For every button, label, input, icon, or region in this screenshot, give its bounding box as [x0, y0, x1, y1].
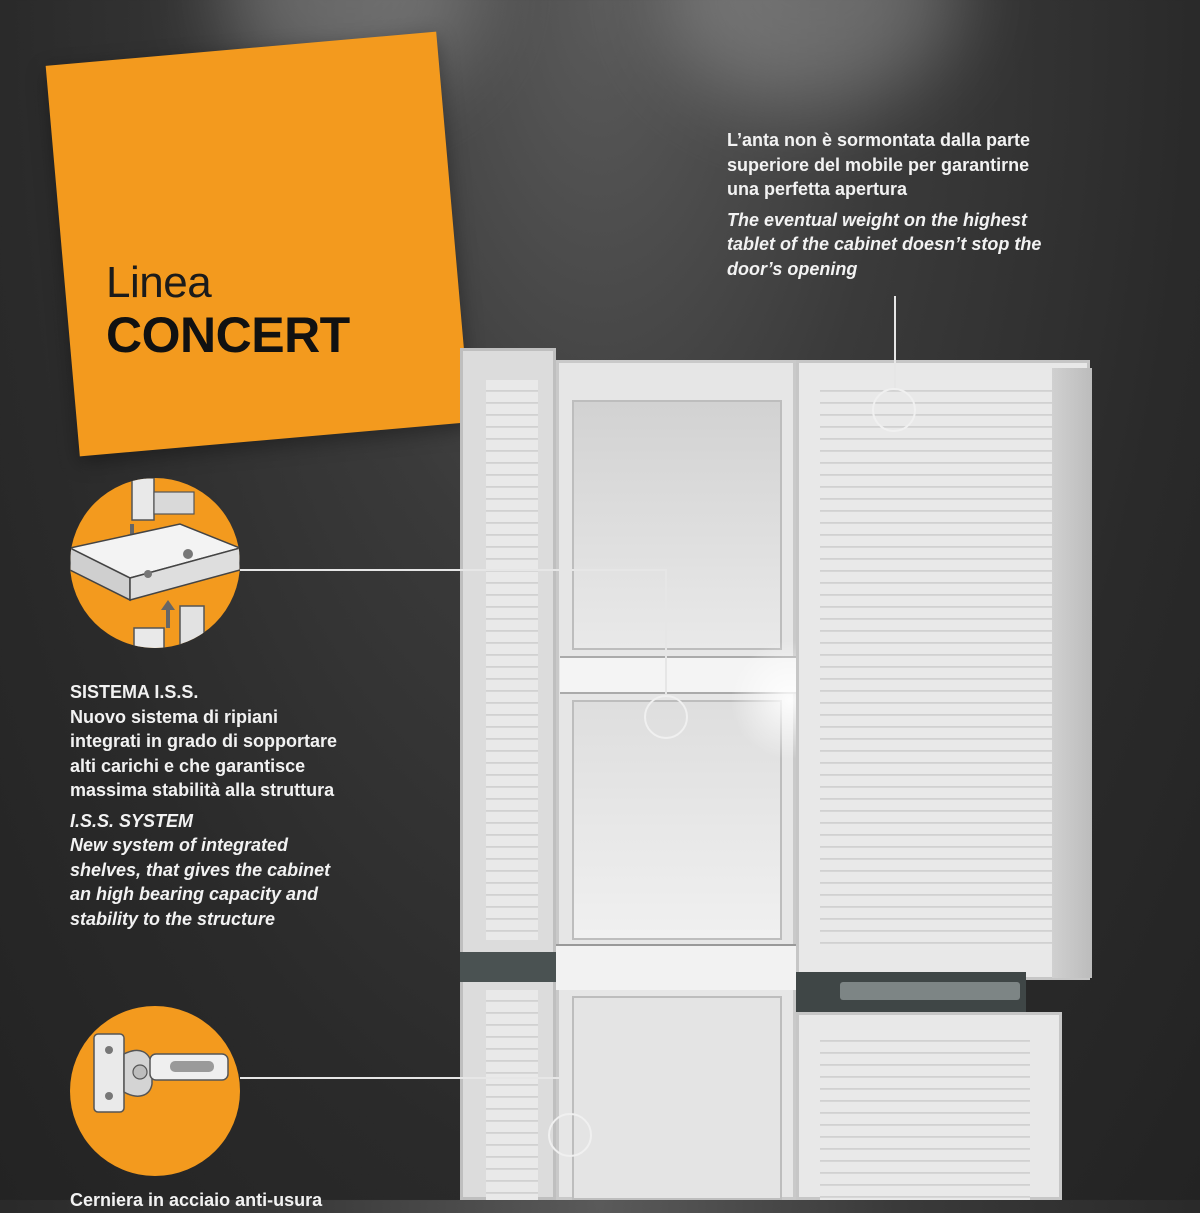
shelf-joint-icon [70, 478, 240, 648]
cabinet-handle [840, 982, 1020, 1000]
title-line-linea: Linea [106, 258, 212, 307]
door-leader-ring [872, 388, 916, 432]
iss-callout-en-line: an high bearing capacity and [70, 884, 319, 904]
iss-callout-it-line: integrati in grado di sopportare [70, 731, 338, 751]
hinge-leader-ring [548, 1113, 592, 1157]
iss-callout-it-line: Nuovo sistema di ripiani [70, 706, 279, 727]
hinge-leader-line-v [569, 1077, 571, 1113]
cabinet-right-door-slats [820, 380, 1056, 950]
iss-callout-en-line: New system of integrated [70, 835, 289, 855]
door-callout-en-line: The eventual weight on the highest [727, 209, 1028, 230]
door-leader-line [894, 296, 896, 388]
door-callout-it-line: superiore del mobile per garantirne [727, 154, 1030, 175]
iss-callout-it-title: SISTEMA I.S.S. [70, 682, 199, 702]
cabinet-interior-upper [572, 400, 782, 650]
iss-callout-it-line: massima stabilità alla struttura [70, 780, 335, 800]
cabinet-left-door-slats-lower [486, 990, 538, 1200]
hinge-callout-text: Cerniera in acciaio anti-usura [70, 1188, 490, 1213]
iss-leader-ring [644, 695, 688, 739]
cabinet-side [1052, 368, 1092, 978]
steel-hinge-icon [93, 1033, 229, 1113]
door-callout-text: L’anta non è sormontata dalla parte supe… [727, 128, 1167, 281]
iss-callout-en-line: stability to the structure [70, 908, 276, 929]
door-callout-it-line: L’anta non è sormontata dalla parte [727, 130, 1031, 150]
iss-leader-line-v [665, 569, 667, 695]
title-line-concert: CONCERT [106, 307, 350, 363]
iss-callout-text: SISTEMA I.S.S. Nuovo sistema di ripiani … [70, 680, 470, 931]
cabinet-interior-bottom [572, 996, 782, 1200]
spotlight-center [660, 0, 960, 110]
cabinet-illustration [460, 340, 1100, 1200]
hinge-detail-circle [70, 1006, 240, 1176]
iss-callout-en-title: I.S.S. SYSTEM [70, 810, 194, 831]
door-callout-en-line: tablet of the cabinet doesn’t stop the [727, 234, 1042, 254]
iss-callout-en-line: shelves, that gives the cabinet [70, 859, 331, 880]
cabinet-bottom-shelf [556, 944, 796, 990]
title-card [45, 31, 471, 457]
cabinet-left-door-slats [486, 380, 538, 940]
hinge-callout-it-line: Cerniera in acciaio anti-usura [70, 1190, 323, 1210]
cabinet-left-door-base [460, 952, 556, 982]
cabinet-right-door-lower-slats [820, 1030, 1030, 1200]
door-callout-it-line: una perfetta apertura [727, 179, 908, 199]
iss-callout-it-line: alti carichi e che garantisce [70, 755, 306, 776]
shelf-detail-circle [70, 478, 240, 648]
hinge-leader-line-h [240, 1077, 570, 1079]
iss-leader-line-h [240, 569, 666, 571]
door-callout-en-line: door’s opening [727, 258, 858, 279]
